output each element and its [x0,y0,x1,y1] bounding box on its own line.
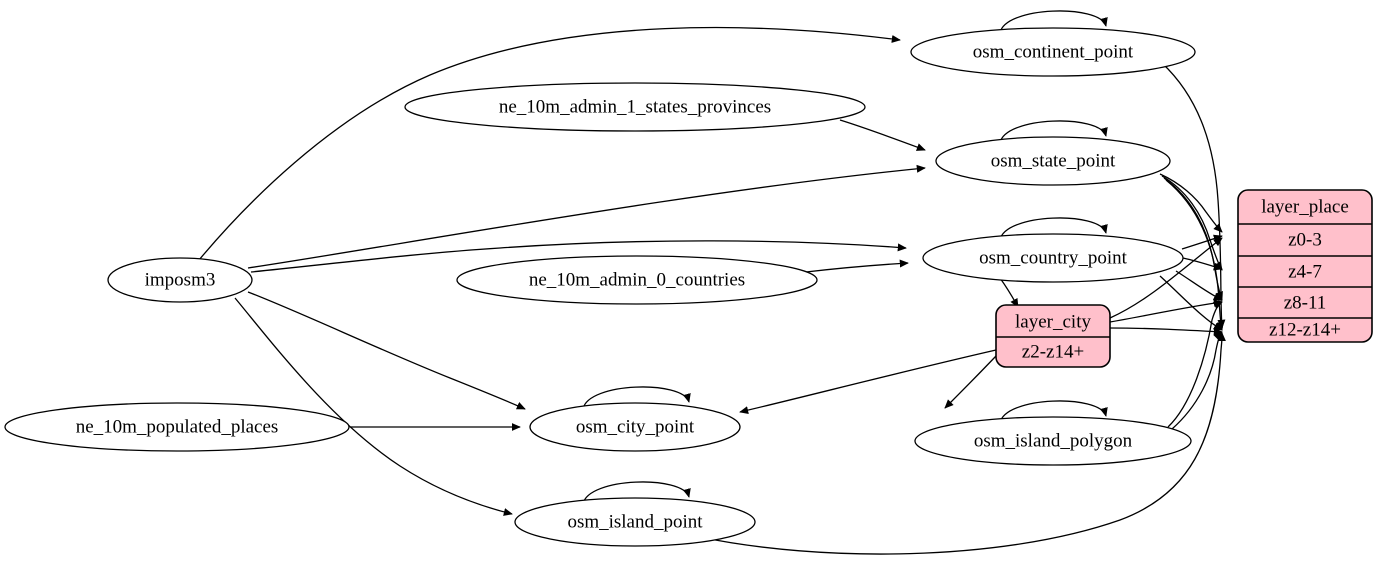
edge-osm-island-polygon-self-loop [999,400,1108,424]
node-ne-countries-label: ne_10m_admin_0_countries [529,269,745,290]
edge-osm-continent-point-self-loop [999,10,1108,34]
edge-osm-country-point-to-layer-place-z811 [1175,270,1223,301]
node-imposm3-label: imposm3 [145,269,216,290]
node-layer: imposm3 ne_10m_admin_1_states_provinces … [4,27,1196,547]
edge-osm-country-point-to-layer-place-z47 [1182,257,1223,271]
record-layer-city[interactable]: layer_city z2-z14+ [995,304,1111,368]
node-osm-city-point-label: osm_city_point [576,416,695,437]
node-osm-state-point-shape[interactable] [935,136,1171,186]
node-imposm3-shape[interactable] [107,257,253,303]
node-ne-states-shape[interactable] [404,82,866,132]
node-ne-10m-admin-0-countries[interactable]: ne_10m_admin_0_countries [456,255,818,305]
node-osm-state-point[interactable]: osm_state_point [935,136,1171,186]
node-osm-island-polygon-label: osm_island_polygon [974,430,1133,451]
edge-imposm3-to-osm-continent-point [198,26,901,261]
node-osm-continent-point[interactable]: osm_continent_point [910,27,1196,77]
edge-layer-city-to-osm-city-point [739,349,997,415]
edge-imposm3-to-osm-country-point [250,240,907,273]
edge-imposm3-to-osm-city-point [247,291,526,410]
edge-osm-state-point-to-layer-place-z12 [1165,179,1224,331]
edge-osm-country-point-to-layer-place-z03 [1181,234,1223,250]
record-layer-place-row-z8-11[interactable]: z8-11 [1284,292,1327,313]
record-layer-city-header: layer_city [1015,311,1091,332]
node-imposm3[interactable]: imposm3 [107,257,253,303]
edge-imposm3-to-osm-island-point [234,297,513,516]
edge-osm-city-point-self-loop [582,386,691,410]
edge-osm-state-point-self-loop [999,120,1108,144]
edge-layer-city-to-osm-island-polygon [944,355,997,409]
node-ne-populated-label: ne_10m_populated_places [76,416,279,437]
edge-osm-island-polygon-to-layer-place-z811 [1167,301,1223,428]
edge-osm-state-point-to-layer-place-z03 [1159,173,1223,233]
node-osm-continent-point-shape[interactable] [910,27,1196,77]
node-ne-10m-populated-places[interactable]: ne_10m_populated_places [4,402,350,452]
edge-layer-city-to-layer-place-z811 [1109,299,1223,323]
record-layer-place-header: layer_place [1261,196,1349,217]
record-layer-place-row-z4-7[interactable]: z4-7 [1288,261,1322,282]
edge-layer [198,10,1227,555]
record-layer: layer_place z0-3 z4-7 z8-11 z12-z14+ lay… [995,189,1373,368]
edge-ne-states-to-osm-state-point [839,119,926,151]
edge-ne-countries-to-osm-country-point [805,259,909,273]
record-layer-place-box[interactable] [1237,189,1373,343]
node-osm-island-polygon-shape[interactable] [914,416,1192,466]
edge-imposm3-to-osm-state-point [247,164,926,269]
node-osm-country-point-shape[interactable] [922,233,1184,283]
node-ne-countries-shape[interactable] [456,255,818,305]
node-osm-city-point-shape[interactable] [529,402,741,452]
node-osm-island-point-label: osm_island_point [567,511,703,532]
node-osm-city-point[interactable]: osm_city_point [529,402,741,452]
record-layer-city-box[interactable] [995,304,1111,368]
record-layer-city-row-z2-z14[interactable]: z2-z14+ [1022,341,1084,362]
node-osm-island-point-shape[interactable] [514,497,756,547]
record-layer-place-row-z0-3[interactable]: z0-3 [1288,229,1322,250]
node-ne-10m-admin-1-states-provinces[interactable]: ne_10m_admin_1_states_provinces [404,82,866,132]
node-ne-states-label: ne_10m_admin_1_states_provinces [499,96,771,117]
record-layer-place-row-z12-z14[interactable]: z12-z14+ [1269,319,1341,340]
node-osm-island-polygon[interactable]: osm_island_polygon [914,416,1192,466]
edge-osm-island-point-self-loop [582,481,691,505]
node-osm-continent-point-label: osm_continent_point [973,41,1134,62]
node-osm-country-point[interactable]: osm_country_point [922,233,1184,283]
node-ne-populated-shape[interactable] [4,402,350,452]
edge-osm-island-point-to-layer-place-z12 [699,332,1227,555]
record-layer-place[interactable]: layer_place z0-3 z4-7 z8-11 z12-z14+ [1237,189,1373,343]
edge-osm-country-point-self-loop [999,217,1108,241]
edge-layer-city-to-layer-place-z03 [1109,237,1223,319]
node-osm-country-point-label: osm_country_point [979,247,1127,268]
node-osm-island-point[interactable]: osm_island_point [514,497,756,547]
node-osm-state-point-label: osm_state_point [991,150,1116,171]
